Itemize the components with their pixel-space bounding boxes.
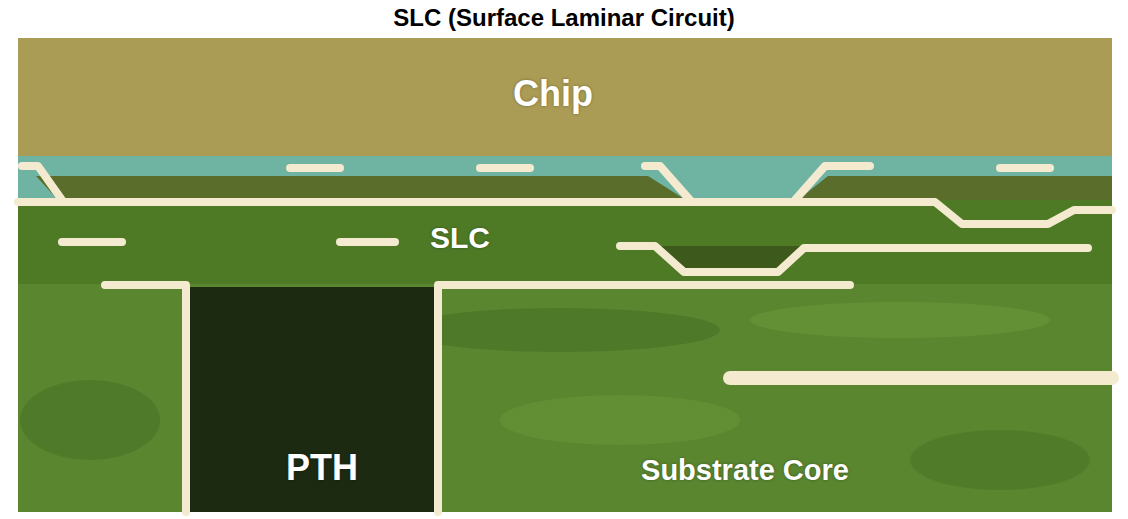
dielectric-layer xyxy=(18,176,1112,200)
copper-plane xyxy=(730,371,1112,385)
chip-body xyxy=(18,38,1112,156)
core-label: Substrate Core xyxy=(641,454,849,487)
chip-label: Chip xyxy=(513,73,593,115)
layer-label: SLC xyxy=(430,221,490,255)
texture xyxy=(500,395,740,445)
texture xyxy=(910,430,1090,490)
texture xyxy=(20,380,160,460)
texture xyxy=(400,308,720,352)
pth-label: PTH xyxy=(286,447,358,489)
pth-hole xyxy=(190,287,434,512)
texture xyxy=(750,302,1050,338)
slc-layer xyxy=(18,198,1112,284)
underfill-layer xyxy=(18,156,1112,176)
substrate-core xyxy=(18,38,1112,512)
copper-traces xyxy=(18,166,1112,512)
diagram-title: SLC (Surface Laminar Circuit) xyxy=(0,4,1128,32)
